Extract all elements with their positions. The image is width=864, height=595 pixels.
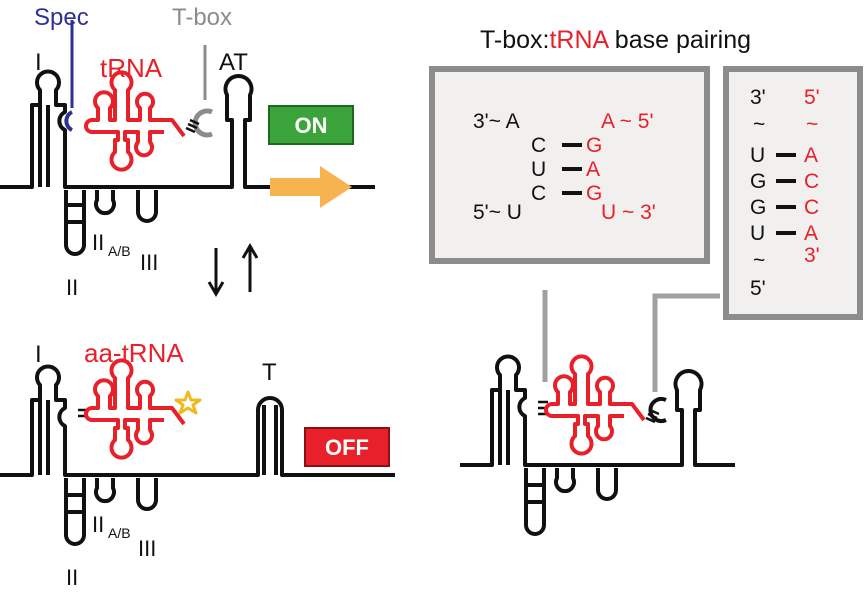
- trna-cloverleaf-on: [84, 70, 186, 172]
- seq-left-r3: G: [586, 182, 602, 205]
- stem-II-label-on: II: [66, 275, 78, 300]
- seq-left-br: U ~ 3': [601, 201, 656, 224]
- transcription-arrow: [270, 166, 352, 208]
- seq-left-c2: U: [531, 158, 546, 181]
- seq-right-t1: A: [804, 144, 818, 167]
- stem-II-rungs-complex: [526, 483, 544, 504]
- seq-right-k-top: 3': [750, 86, 766, 109]
- terminator-stem: [262, 405, 278, 475]
- off-badge-text: OFF: [325, 435, 369, 460]
- tbox-pairing-marks-complex: [645, 408, 660, 424]
- stem-I-complex: [498, 390, 510, 465]
- stem-III-label-on: III: [140, 250, 158, 275]
- riboswitch-on-state: ON Spec T-box tRNA I AT II II A/B III: [0, 4, 375, 300]
- seq-left-r2: A: [586, 158, 600, 181]
- at-label: AT: [219, 49, 248, 76]
- seq-right-t-tilde: ~: [806, 113, 818, 136]
- trna-cloverleaf-off: [84, 358, 186, 460]
- seq-right-k4: U: [750, 222, 765, 245]
- seq-right-k2: G: [750, 170, 766, 193]
- trna-label: tRNA: [100, 53, 163, 83]
- seq-left-bottom: 5'~ U: [473, 201, 522, 224]
- mrna-backbone-complex: [460, 354, 735, 467]
- tbox-pairing-box: [723, 66, 863, 320]
- tbox-pairing-sequence: 3' ~ U G G U ~ 5' 5' ~ A C C A 3': [750, 86, 820, 300]
- trna-cloverleaf-complex: [544, 354, 646, 456]
- stem-III-on: [136, 190, 158, 223]
- stem-IIAB-complex: [554, 468, 576, 494]
- seq-left-r1: G: [586, 134, 602, 157]
- seq-right-t-top: 5': [804, 86, 820, 109]
- stem-IIAB-on: [94, 190, 116, 216]
- seq-left-c3: C: [531, 182, 546, 205]
- equilibrium-arrows: [207, 243, 259, 297]
- mrna-backbone-off: [0, 364, 395, 477]
- stem-II-rungs-on: [66, 203, 84, 224]
- stem-I-label-on: I: [35, 49, 42, 76]
- stem-IIAB-off: [94, 478, 116, 504]
- seq-right-k-bottom: 5': [750, 277, 766, 300]
- stem-II-on: [64, 190, 86, 256]
- t-label: T: [262, 359, 277, 386]
- seq-right-k3: G: [750, 196, 766, 219]
- seq-right-k-tilde1: ~: [753, 113, 765, 136]
- pairing-title-prefix: T-box:: [480, 26, 549, 54]
- stem-IIAB-sub-on: A/B: [108, 243, 131, 259]
- specifier-bonds: [562, 143, 582, 195]
- stem-II-off: [64, 478, 86, 546]
- seq-left-top: 3'~ A: [473, 110, 520, 133]
- stem-II-rungs-off: [66, 493, 84, 514]
- pairing-title: T-box:tRNA base pairing: [480, 26, 751, 54]
- riboswitch-off-state: OFF aa-tRNA I T II II A/B III: [0, 338, 395, 590]
- stem-III-off: [136, 478, 158, 511]
- pairing-title-suffix: base pairing: [608, 26, 751, 54]
- on-badge: [268, 105, 354, 145]
- stem-IIAB-label-off: II: [92, 512, 104, 537]
- mrna-backbone-on: [0, 69, 375, 189]
- seq-right-t2: C: [804, 170, 819, 193]
- seq-right-t4: A: [804, 222, 818, 245]
- tbox-label: T-box: [172, 4, 232, 31]
- stem-III-complex: [596, 468, 618, 501]
- tbox-connector: [652, 293, 720, 392]
- amino-acid-star: [174, 390, 202, 415]
- off-badge: [304, 427, 390, 467]
- specifier-pairing-box: [429, 66, 710, 264]
- stem-I-off: [38, 400, 50, 475]
- seq-right-t3: C: [804, 196, 819, 219]
- aa-trna-label: aa-tRNA: [84, 338, 184, 368]
- stem-I-label-off: I: [35, 341, 42, 368]
- tbox-bonds: [776, 153, 796, 235]
- stem-II-label-off: II: [66, 565, 78, 590]
- stem-IIAB-sub-off: A/B: [108, 525, 131, 541]
- seq-left-c1: C: [531, 134, 546, 157]
- pairing-title-trna: tRNA: [549, 26, 609, 54]
- seq-right-k1: U: [750, 144, 765, 167]
- specifier-pairing-sequence: 3'~ A 5'~ U C U C G A G A ~ 5' U ~ 3': [473, 110, 656, 224]
- stem-IIAB-label-on: II: [92, 230, 104, 255]
- stem-III-label-off: III: [138, 536, 156, 561]
- seq-left-tr: A ~ 5': [601, 110, 653, 133]
- stem-I-on: [38, 105, 50, 187]
- seq-right-k-tilde2: ~: [753, 249, 765, 272]
- seq-right-t-bottom: 3': [804, 244, 820, 267]
- specifier-loop: [64, 110, 74, 132]
- base-pairing-panel: T-box:tRNA base pairing 3'~ A 5'~ U C U …: [429, 26, 863, 392]
- spec-label: Spec: [34, 4, 89, 31]
- stem-II-complex: [524, 468, 546, 536]
- tbox-pairing-marks: [185, 118, 200, 134]
- on-badge-text: ON: [295, 113, 328, 138]
- tbox-trna-complex: [460, 354, 735, 536]
